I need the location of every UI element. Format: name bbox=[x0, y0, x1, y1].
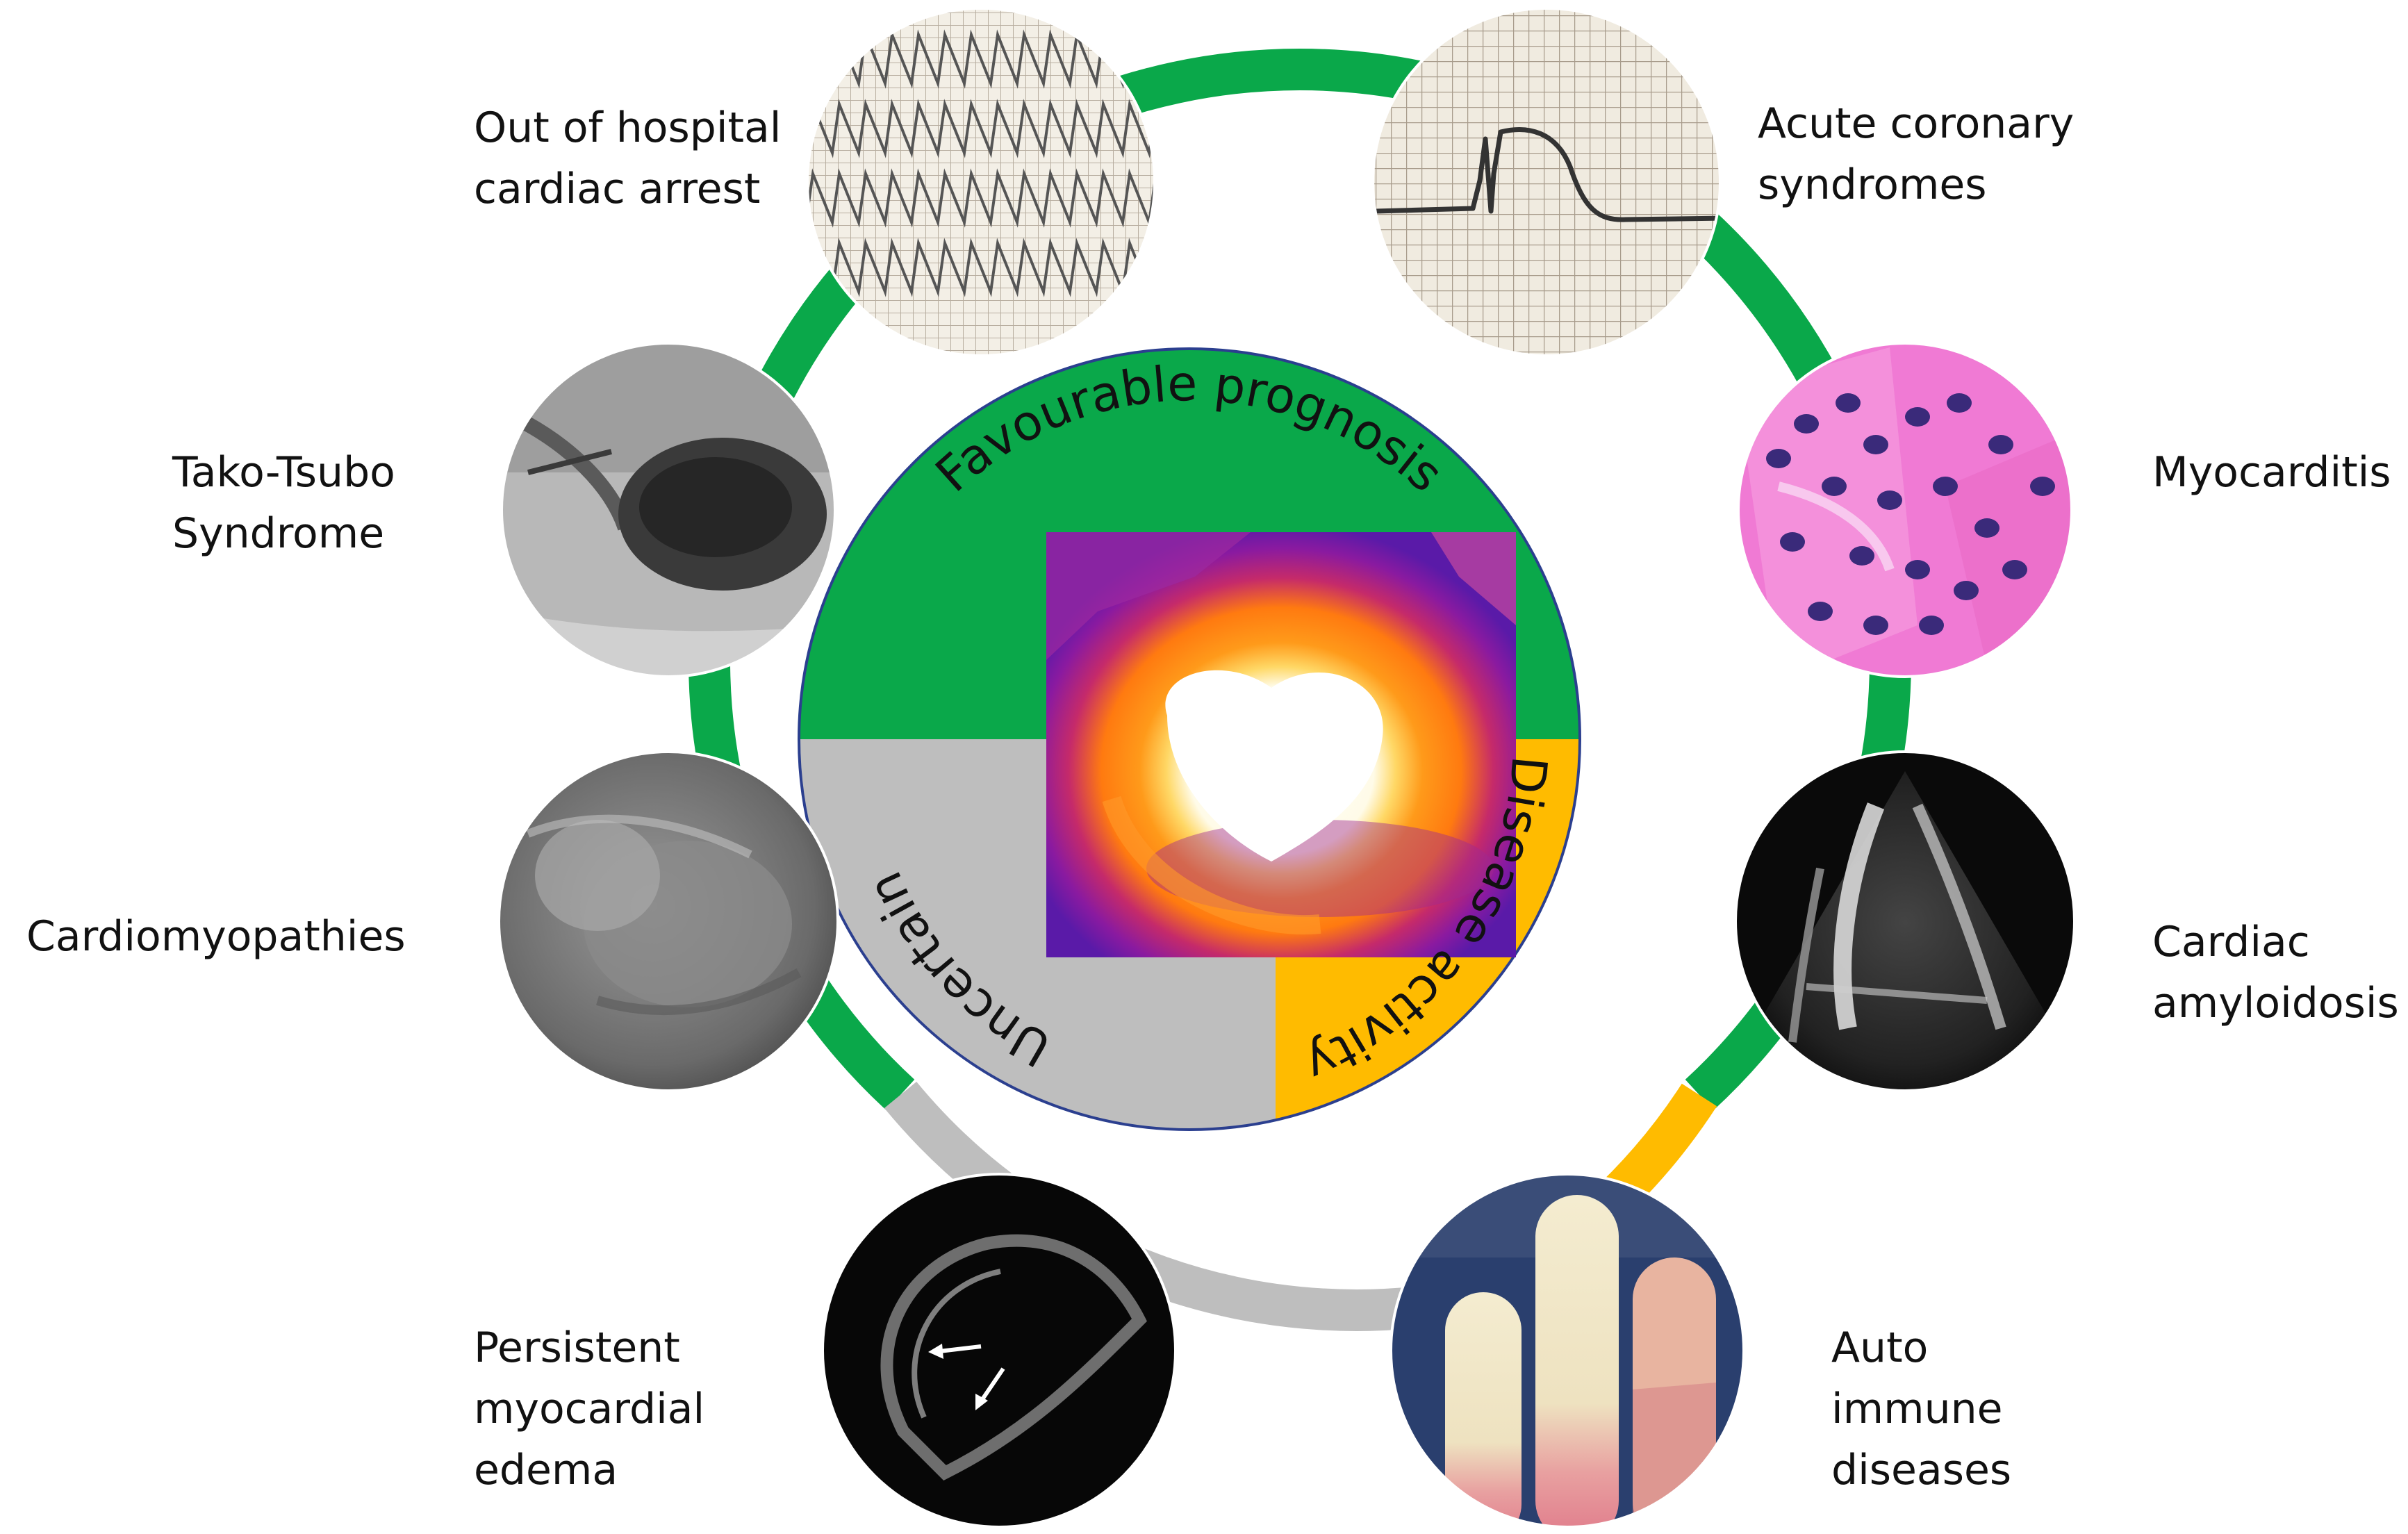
label-myocarditis: Myocarditis bbox=[2152, 442, 2391, 503]
label-line: Cardiac bbox=[2152, 918, 2310, 966]
label-line: Tako-Tsubo bbox=[172, 448, 395, 497]
label-persistent-myocardial-edema: Persistent myocardial edema bbox=[474, 1317, 704, 1501]
histology-nucleus bbox=[1974, 518, 1999, 538]
ecg-ventricular-tachycardia-image bbox=[806, 7, 1156, 357]
label-line: cardiac arrest bbox=[474, 165, 761, 213]
histology-nucleus bbox=[1766, 449, 1791, 468]
label-line: Acute coronary bbox=[1758, 99, 2075, 148]
histology-nucleus bbox=[1933, 477, 1958, 496]
histology-nucleus bbox=[1919, 616, 1944, 635]
label-line: Auto bbox=[1831, 1323, 1929, 1372]
raynaud-fingers-image bbox=[1389, 1173, 1745, 1528]
center-pie: Favourable prognosis Disease activity Un… bbox=[798, 347, 1581, 1131]
label-line: Myocarditis bbox=[2152, 448, 2391, 497]
histology-nucleus bbox=[1780, 532, 1805, 552]
label-line: edema bbox=[474, 1446, 618, 1494]
ring-segment-green bbox=[688, 49, 1911, 1111]
histology-nucleus bbox=[2030, 477, 2055, 496]
echocardiogram-image bbox=[1734, 750, 2076, 1092]
histology-nucleus bbox=[2002, 560, 2027, 579]
label-acute-coronary-syndromes: Acute coronary syndromes bbox=[1758, 93, 2074, 215]
label-line: Out of hospital bbox=[474, 104, 782, 152]
label-line: Persistent bbox=[474, 1323, 680, 1372]
histology-nucleus bbox=[1808, 602, 1833, 621]
histology-nucleus bbox=[1822, 477, 1847, 496]
label-line: myocardial bbox=[474, 1385, 705, 1433]
histology-nucleus bbox=[1905, 407, 1930, 427]
histology-nucleus bbox=[1947, 393, 1972, 413]
histology-nucleus bbox=[1877, 490, 1902, 510]
label-auto-immune-diseases: Auto immune diseases bbox=[1831, 1317, 2011, 1501]
label-out-of-hospital-cardiac-arrest: Out of hospital cardiac arrest bbox=[474, 97, 781, 220]
label-cardiomyopathies: Cardiomyopathies bbox=[26, 906, 406, 967]
label-tako-tsubo-syndrome: Tako-Tsubo Syndrome bbox=[172, 442, 395, 564]
t1-map-image bbox=[1046, 532, 1516, 957]
histology-nucleus bbox=[1794, 414, 1819, 434]
histology-nucleus bbox=[1863, 616, 1888, 635]
histology-nucleus bbox=[1849, 546, 1874, 566]
label-line: amyloidosis bbox=[2152, 979, 2399, 1028]
histology-nucleus bbox=[1863, 435, 1888, 454]
cmr-cine-image bbox=[497, 750, 839, 1092]
label-line: Cardiomyopathies bbox=[26, 912, 406, 961]
cmr-t2-edema-image bbox=[821, 1173, 1177, 1528]
label-cardiac-amyloidosis: Cardiac amyloidosis bbox=[2152, 912, 2399, 1034]
label-line: Syndrome bbox=[172, 509, 385, 558]
label-line: diseases bbox=[1831, 1446, 2012, 1494]
histology-nucleus bbox=[1954, 581, 1979, 600]
histology-nucleus bbox=[1905, 560, 1930, 579]
label-line: immune bbox=[1831, 1385, 2003, 1433]
ecg-st-elevation-image bbox=[1371, 7, 1722, 357]
histology-inflammation-image bbox=[1737, 342, 2073, 678]
histology-nucleus bbox=[1836, 393, 1861, 413]
histology-nucleus bbox=[1988, 435, 2013, 454]
label-line: syndromes bbox=[1758, 160, 1987, 209]
